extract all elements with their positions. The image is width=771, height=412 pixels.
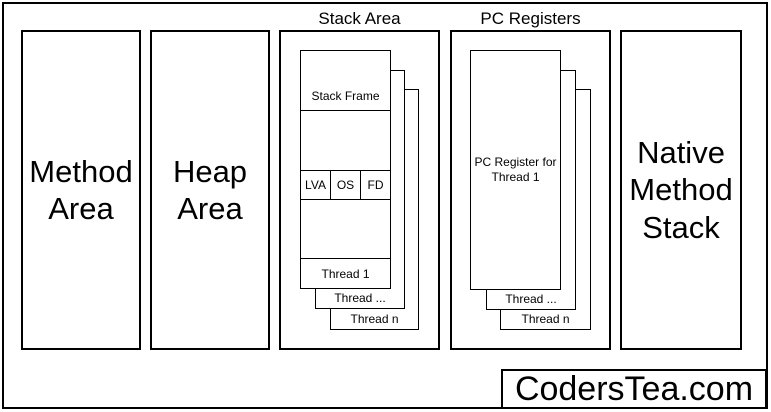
stack-frame-parts-row: LVA OS FD <box>301 169 390 200</box>
pc-register-thread1-box: PC Register for Thread 1 <box>470 50 561 290</box>
method-area-box: Method Area <box>21 30 141 350</box>
lva-cell: LVA <box>305 177 326 192</box>
stack-area-title: Stack Area <box>318 9 401 28</box>
watermark-text: CodersTea.com <box>514 369 754 408</box>
stack-frame-section: Stack Frame <box>301 51 390 111</box>
stack-thread1-box: Stack Frame LVA OS FD Thread 1 <box>300 50 391 289</box>
fd-cell: FD <box>360 170 390 199</box>
stack-thread1-label: Thread 1 <box>301 258 390 288</box>
pc-thread-dots-label: Thread ... <box>505 292 557 306</box>
stack-thread-dots-label: Thread ... <box>334 291 386 305</box>
stack-spacer-bottom <box>301 200 390 259</box>
watermark-box: CodersTea.com <box>501 369 767 409</box>
pc-registers-title: PC Registers <box>480 9 581 28</box>
native-method-stack-box: Native Method Stack <box>620 30 742 350</box>
stack-thread-n-label: Thread n <box>350 312 399 326</box>
stack-spacer-top <box>301 111 390 170</box>
os-cell: OS <box>330 170 360 199</box>
heap-area-box: Heap Area <box>150 30 270 350</box>
pc-thread-n-label: Thread n <box>521 312 570 326</box>
